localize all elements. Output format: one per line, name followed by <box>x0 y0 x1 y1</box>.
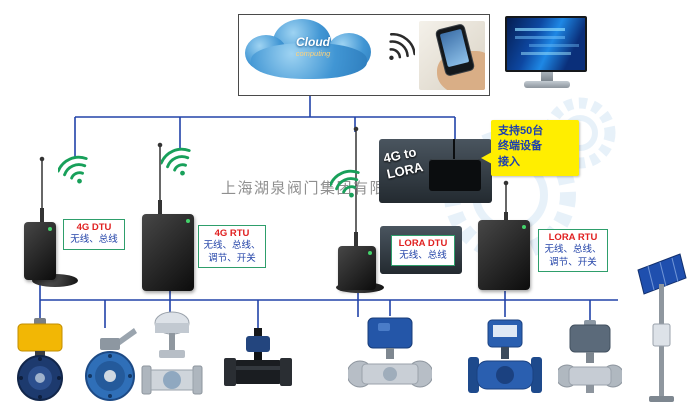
solar-power-pole <box>637 253 687 402</box>
device-desc: 无线、总线 <box>70 234 118 246</box>
label-4g-rtu: 4G RTU 无线、总线、 调节、开关 <box>198 225 266 269</box>
electromagnetic-flowmeter <box>468 319 542 393</box>
device-desc: 调节、开关 <box>549 256 597 268</box>
gateway-photo: 4G to LORA <box>379 139 492 203</box>
cloud-title: Cloud <box>296 35 330 49</box>
device-name: 4G DTU <box>76 222 112 233</box>
callout-tail <box>481 152 492 164</box>
label-4g-dtu: 4G DTU 无线、总线 <box>63 219 125 250</box>
wifi-signal-icon <box>330 169 360 198</box>
device-lora-dtu <box>338 246 376 290</box>
desktop-monitor-icon <box>504 16 588 94</box>
device-4g-dtu <box>24 222 56 280</box>
device-name: LORA DTU <box>398 238 448 249</box>
device-name: LORA RTU <box>548 232 598 243</box>
callout-line1: 支持50台 <box>498 125 544 137</box>
device-desc: 无线、总线、 <box>544 244 602 256</box>
gateway-antenna <box>453 139 455 159</box>
antenna-icon <box>39 126 509 248</box>
monitor-screen <box>505 16 587 72</box>
electric-flanged-ball-valve <box>348 317 432 388</box>
device-lora-rtu <box>478 220 530 290</box>
label-lora-dtu: LORA DTU 无线、总线 <box>391 235 455 266</box>
manual-butterfly-valve <box>85 328 137 401</box>
label-lora-rtu: LORA RTU 无线、总线、 调节、开关 <box>538 229 608 273</box>
gateway-device <box>429 159 481 191</box>
monitor-base <box>524 81 570 88</box>
device-desc: 无线、总线、 <box>203 240 261 252</box>
capacity-callout: 支持50台 终端设备 接入 <box>481 120 579 176</box>
wifi-signal-icon <box>389 33 415 61</box>
device-desc: 无线、总线 <box>399 250 447 262</box>
device-name: 4G RTU <box>214 228 250 239</box>
pneumatic-control-valve <box>141 311 203 395</box>
electric-ball-valve <box>558 320 622 393</box>
company-watermark: 上海湖泉阀门集团有限公司 <box>221 180 420 197</box>
wifi-signal-icon <box>58 155 88 184</box>
device-desc: 调节、开关 <box>208 252 256 264</box>
monitor-stand <box>541 72 553 81</box>
callout-line2: 终端设备 <box>498 140 542 153</box>
smartphone-in-hand-icon <box>419 21 485 90</box>
callout-line3: 接入 <box>498 155 520 168</box>
gateway-label: 4G to LORA <box>382 144 425 183</box>
cloud-platform-panel: Cloud computing <box>238 14 490 96</box>
electric-actuator-butterfly-valve <box>17 318 63 401</box>
wifi-signal-icon <box>161 147 191 176</box>
device-4g-rtu <box>142 214 194 291</box>
cloud-subtitle: computing <box>295 49 331 58</box>
black-ball-valve <box>224 328 292 386</box>
